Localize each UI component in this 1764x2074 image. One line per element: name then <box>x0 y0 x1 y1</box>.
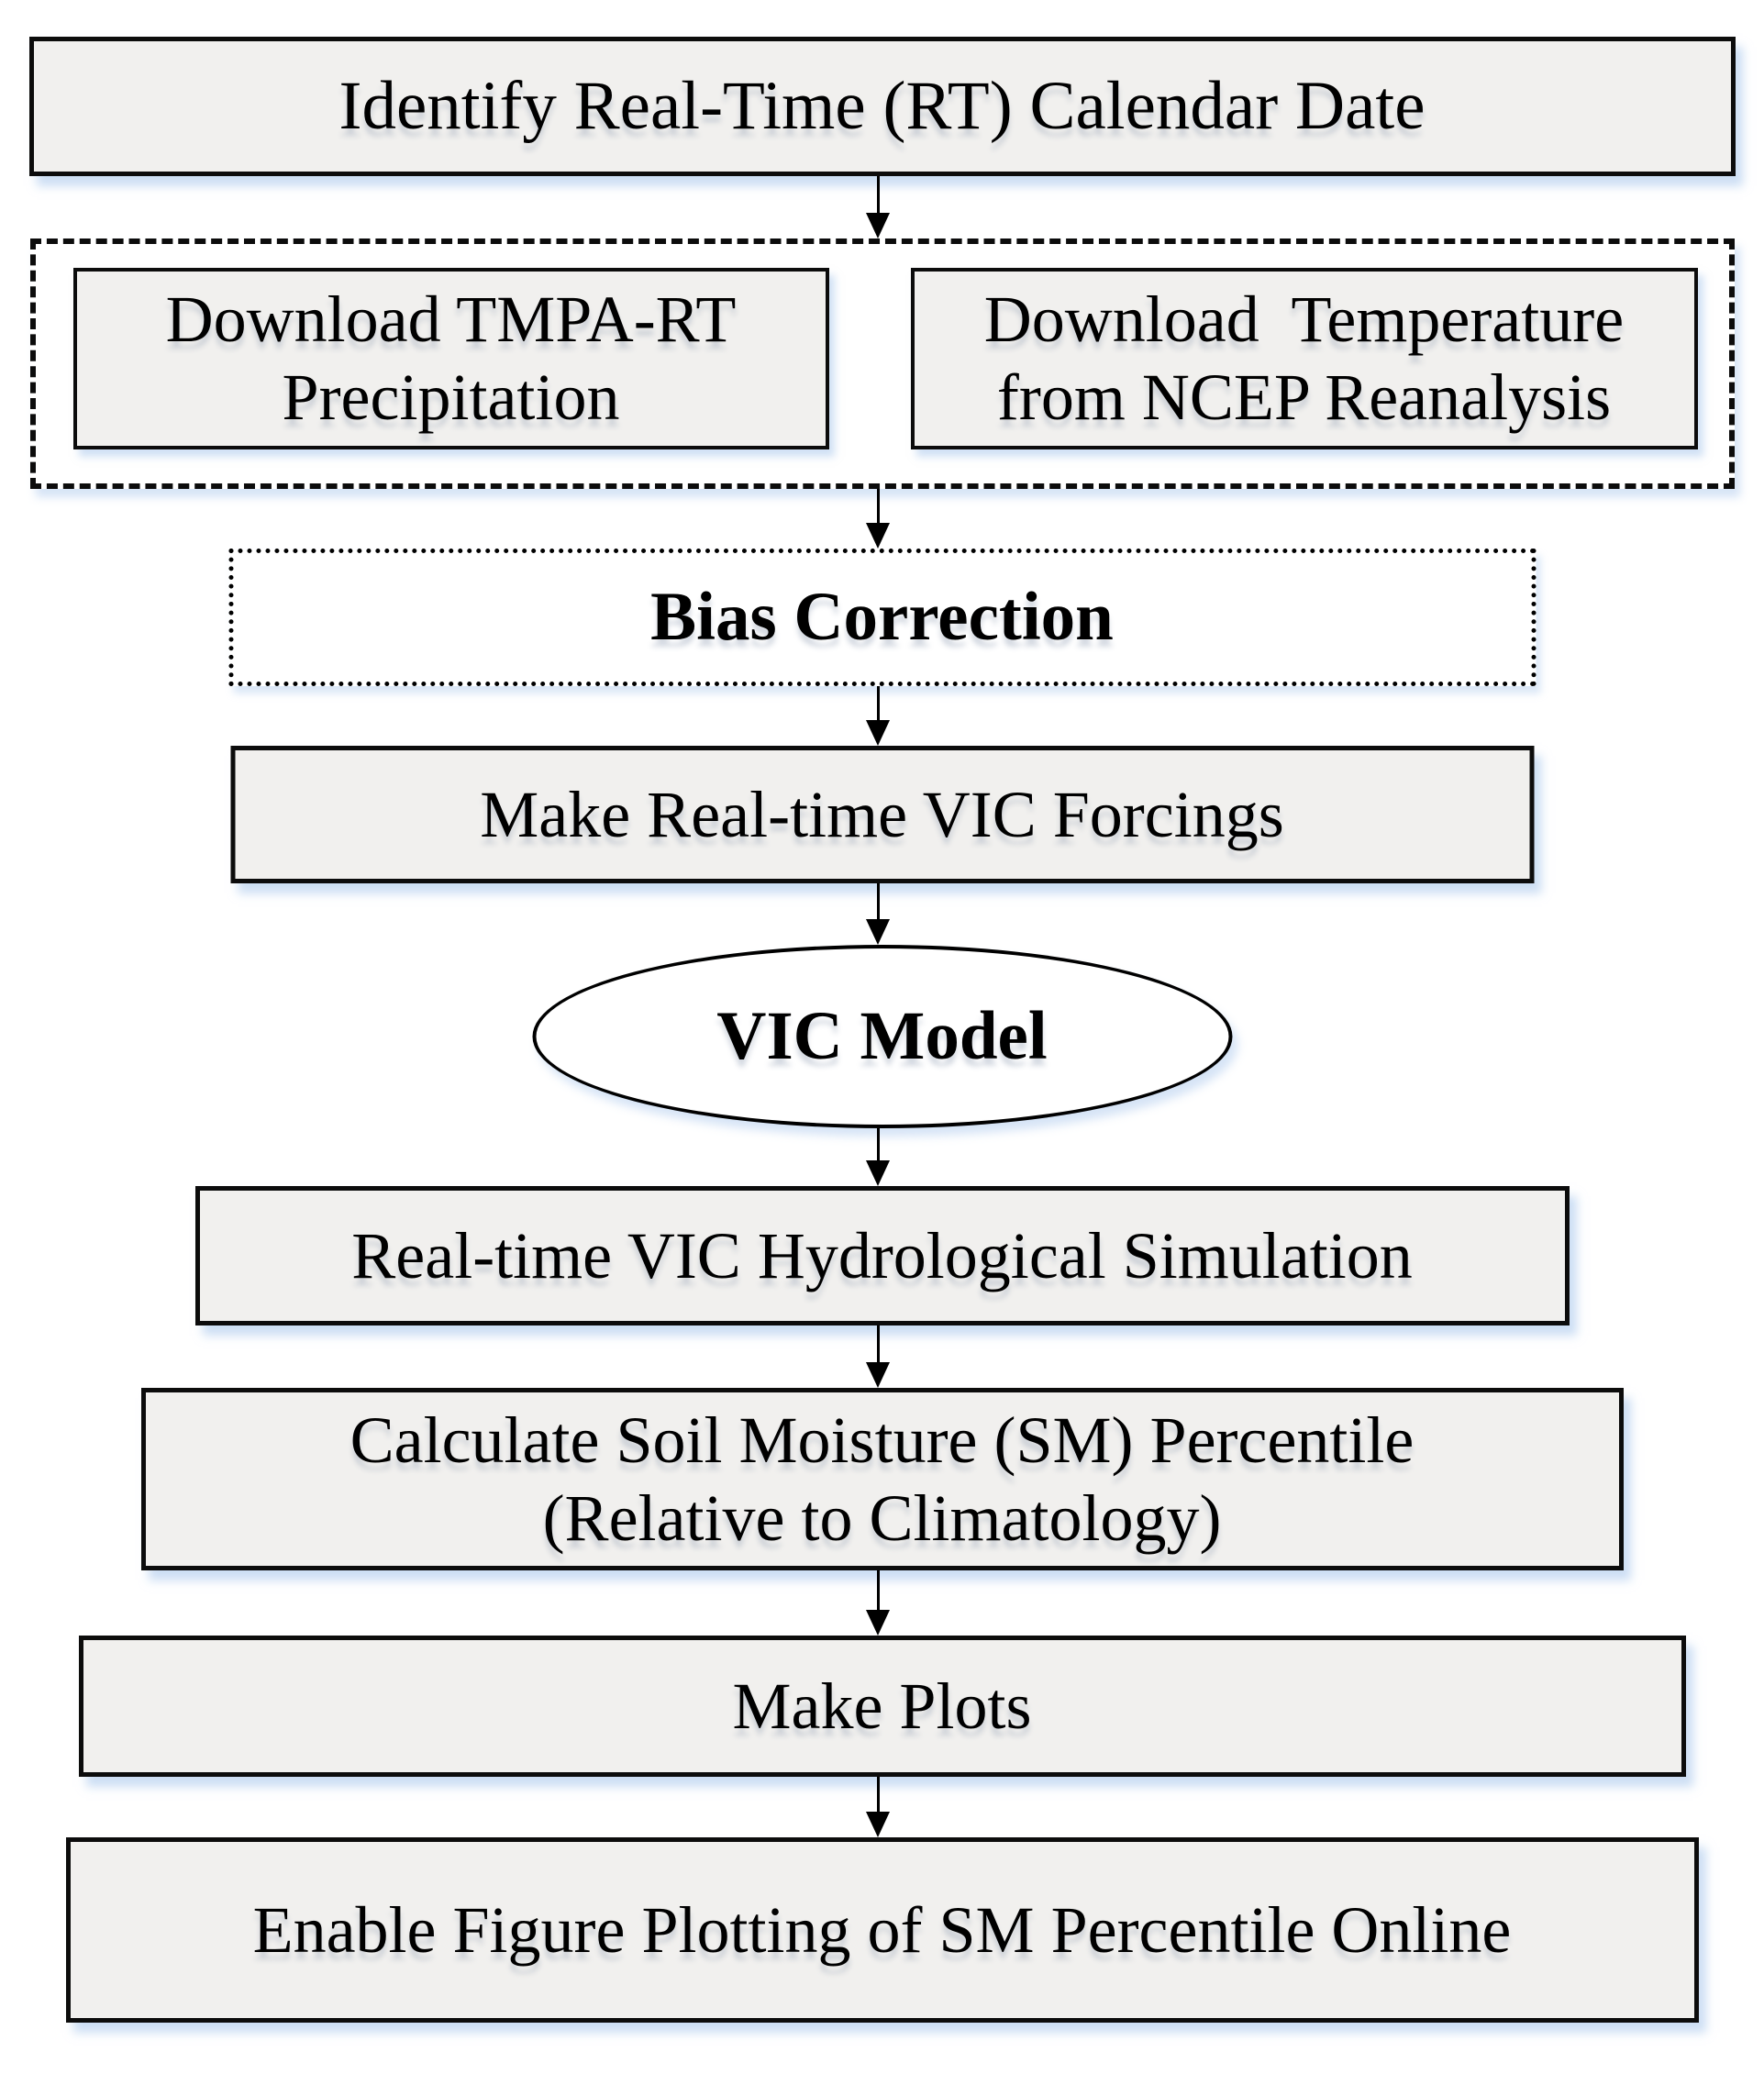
arrow-head-icon <box>866 720 890 746</box>
node-download-precipitation: Download TMPA-RT Precipitation <box>72 268 829 449</box>
download-precipitation-line2: Precipitation <box>282 360 620 434</box>
node-bias-correction-label: Bias Correction <box>650 578 1114 655</box>
flow-arrow-2 <box>866 489 890 549</box>
arrow-shaft <box>876 176 880 213</box>
arrow-head-icon <box>866 1812 890 1837</box>
arrow-head-icon <box>866 1362 890 1388</box>
node-sm-percentile: Calculate Soil Moisture (SM) Percentile … <box>140 1388 1624 1570</box>
node-enable-online-plotting-label: Enable Figure Plotting of SM Percentile … <box>252 1892 1512 1967</box>
node-sm-percentile-line1: Calculate Soil Moisture (SM) Percentile <box>349 1403 1415 1477</box>
arrow-shaft <box>876 686 880 720</box>
node-make-forcings: Make Real-time VIC Forcings <box>230 746 1534 883</box>
node-enable-online-plotting: Enable Figure Plotting of SM Percentile … <box>65 1837 1699 2023</box>
flow-arrow-3 <box>866 686 890 746</box>
flow-arrow-4 <box>866 883 890 945</box>
arrow-head-icon <box>866 919 890 945</box>
node-identify-date-label: Identify Real-Time (RT) Calendar Date <box>338 67 1426 144</box>
flow-arrow-6 <box>866 1325 890 1388</box>
arrow-shaft <box>876 489 880 523</box>
node-vic-model-label: VIC Model <box>716 997 1048 1074</box>
group-download-inputs: Download TMPA-RT Precipitation Download … <box>29 238 1735 489</box>
arrow-head-icon <box>866 1610 890 1636</box>
flow-arrow-1 <box>866 176 890 238</box>
node-vic-simulation-label: Real-time VIC Hydrological Simulation <box>351 1218 1413 1292</box>
node-bias-correction: Bias Correction <box>228 549 1536 686</box>
arrow-head-icon <box>866 1160 890 1186</box>
node-vic-simulation: Real-time VIC Hydrological Simulation <box>194 1186 1570 1325</box>
download-temperature-line1: Download Temperature <box>983 283 1625 357</box>
node-make-plots: Make Plots <box>78 1636 1686 1777</box>
node-sm-percentile-line2: (Relative to Climatology) <box>542 1481 1222 1555</box>
download-precipitation-line1: Download TMPA-RT <box>165 283 737 357</box>
node-make-plots-label: Make Plots <box>732 1669 1032 1743</box>
arrow-shaft <box>876 1325 880 1362</box>
flow-arrow-7 <box>866 1570 890 1636</box>
node-identify-date: Identify Real-Time (RT) Calendar Date <box>28 37 1736 176</box>
arrow-head-icon <box>866 213 890 238</box>
node-download-temperature: Download Temperature from NCEP Reanalysi… <box>910 268 1698 449</box>
flow-arrow-5 <box>866 1128 890 1186</box>
flow-arrow-8 <box>866 1777 890 1837</box>
arrow-shaft <box>876 1570 880 1610</box>
arrow-shaft <box>876 1777 880 1812</box>
node-make-forcings-label: Make Real-time VIC Forcings <box>480 777 1284 851</box>
arrow-shaft <box>876 883 880 919</box>
arrow-head-icon <box>866 523 890 549</box>
arrow-shaft <box>876 1128 880 1160</box>
download-temperature-line2: from NCEP Reanalysis <box>996 360 1612 434</box>
node-vic-model: VIC Model <box>532 945 1232 1128</box>
